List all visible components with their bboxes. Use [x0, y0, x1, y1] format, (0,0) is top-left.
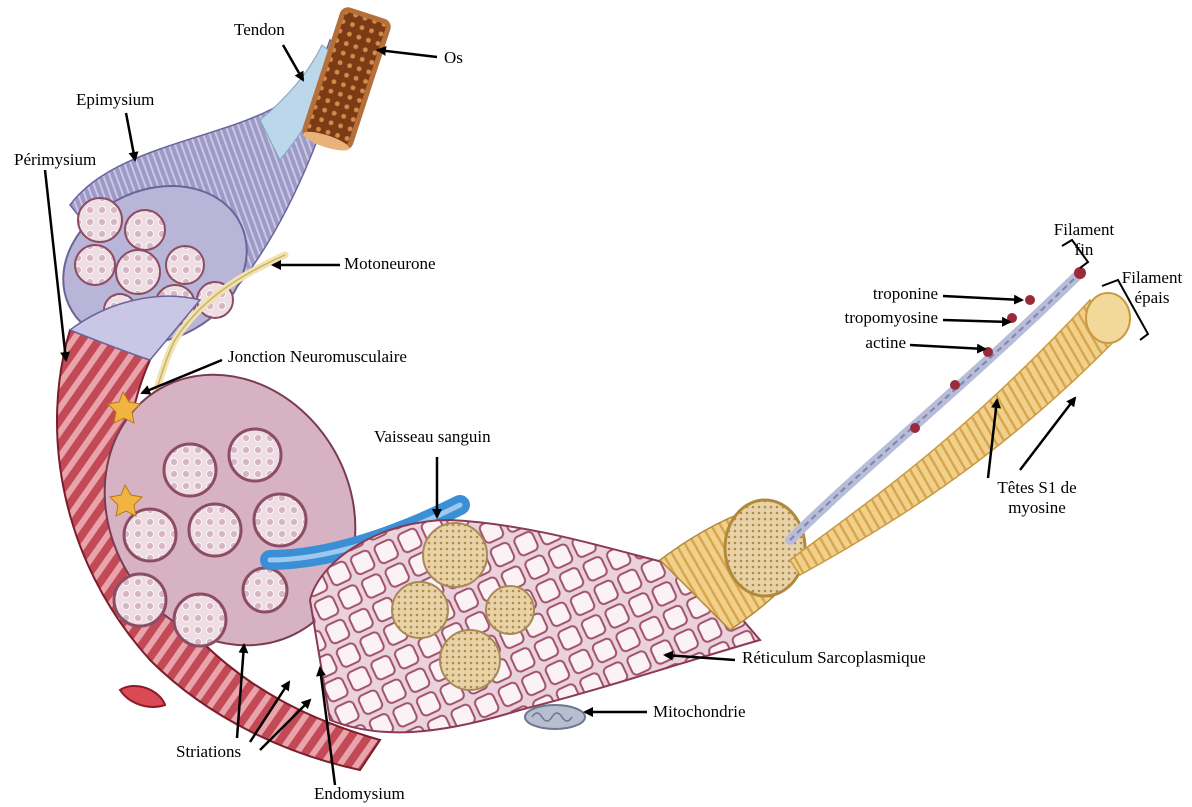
mitochondrion — [525, 705, 585, 729]
label-tropomyosine: tropomyosine — [820, 308, 938, 328]
arrow-perimysium — [45, 170, 66, 360]
arrow-actine — [910, 345, 985, 349]
label-striations: Striations — [176, 742, 241, 762]
arrow-tendon — [283, 45, 303, 80]
arrow-epimysium — [126, 113, 135, 160]
label-os: Os — [444, 48, 463, 68]
red-vessel — [120, 686, 165, 707]
label-vaisseau: Vaisseau sanguin — [374, 427, 491, 447]
label-motoneurone: Motoneurone — [344, 254, 436, 274]
label-tetes-1: Têtes S1 de — [987, 478, 1087, 498]
label-tetes-2: myosine — [987, 498, 1087, 518]
label-perimysium: Périmysium — [14, 150, 96, 170]
label-reticulum: Réticulum Sarcoplasmique — [742, 648, 926, 668]
arrow-troponine — [943, 296, 1022, 300]
label-jonction: Jonction Neuromusculaire — [228, 347, 407, 367]
arrow-os — [378, 50, 437, 57]
label-actine: actine — [820, 333, 906, 353]
arrow-tropomyosine — [943, 320, 1010, 322]
label-filament-epais-1: Filament — [1114, 268, 1190, 288]
label-endomysium: Endomysium — [314, 784, 405, 804]
label-filament-epais-2: épais — [1114, 288, 1190, 308]
label-filament-fin-2: fin — [1046, 240, 1122, 260]
label-epimysium: Epimysium — [76, 90, 154, 110]
label-tendon: Tendon — [234, 20, 285, 40]
label-filament-fin-1: Filament — [1046, 220, 1122, 240]
label-troponine: troponine — [820, 284, 938, 304]
label-mitochondrie: Mitochondrie — [653, 702, 746, 722]
